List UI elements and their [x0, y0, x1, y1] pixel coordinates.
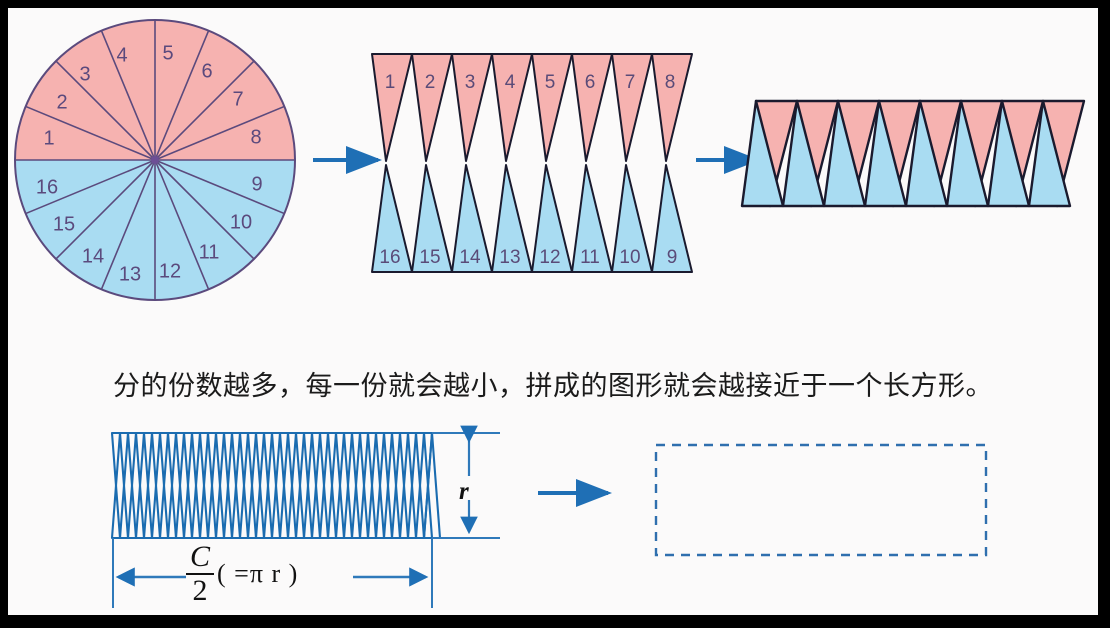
- wedge-bottom-16: [371, 164, 413, 273]
- wedge-bottom-label-16: 16: [379, 247, 400, 268]
- wedge-bottom-label-11: 11: [580, 247, 600, 268]
- sector-dividers: [15, 20, 295, 300]
- assembled-blue-2: [781, 99, 826, 208]
- assembled-blue-1: [740, 99, 785, 208]
- circle-outline: [14, 19, 296, 301]
- wedge-bottom-label-13: 13: [499, 247, 520, 268]
- wedge-top-label-3: 3: [465, 72, 476, 93]
- wedges-bottom-numbers: 16 15 14 13 12 11 10 9: [379, 247, 677, 268]
- circle-label-12: 12: [159, 260, 181, 282]
- wedge-bottom-11: [571, 164, 613, 273]
- wedges-top-row: 1 2 3 4 5 6 7 8: [371, 53, 693, 162]
- diagram-layer: 1 2 3 4 5 6 7 8 9 10 11 12 13 14 15 16: [14, 19, 1086, 608]
- circle-label-1: 1: [43, 127, 54, 149]
- wedge-top-7: [611, 53, 653, 162]
- wedge-bottom-label-10: 10: [619, 247, 640, 268]
- assembled-blue-8: [1027, 99, 1072, 208]
- assembled-blue-4: [863, 99, 908, 208]
- circle-label-11: 11: [199, 241, 220, 263]
- circle-label-9: 9: [251, 173, 262, 195]
- assembled-shape: [740, 99, 1086, 208]
- wedge-top-label-6: 6: [585, 72, 596, 93]
- wedge-bottom-label-14: 14: [459, 247, 481, 268]
- wedge-bottom-label-9: 9: [667, 247, 678, 268]
- circle-label-7: 7: [232, 88, 243, 110]
- circle-label-13: 13: [119, 263, 141, 285]
- wedge-bottom-13: [491, 164, 533, 273]
- wedge-bottom-label-12: 12: [539, 247, 560, 268]
- radius-label: r: [459, 478, 469, 505]
- assembled-blue-5: [904, 99, 949, 208]
- wedge-top-8: [651, 53, 693, 162]
- c-over-2-fraction: C 2: [186, 542, 215, 607]
- formula-paren: ( =π r ): [217, 559, 299, 588]
- wedge-top-label-5: 5: [545, 72, 556, 93]
- wedges-bottom-row: 16 15 14 13 12 11 10 9: [371, 164, 693, 273]
- dashed-target-rectangle: [654, 443, 988, 557]
- circle-label-5: 5: [162, 42, 173, 64]
- wedge-top-4: [491, 53, 533, 162]
- wedge-top-2: [411, 53, 453, 162]
- circle-label-4: 4: [116, 44, 127, 66]
- width-dimension-guides: [112, 538, 433, 608]
- wedges-top-numbers: 1 2 3 4 5 6 7 8: [385, 72, 676, 93]
- assembled-blue-7: [986, 99, 1031, 208]
- circle-label-14: 14: [82, 245, 104, 267]
- circle-sector-numbers: 1 2 3 4 5 6 7 8 9 10 11 12 13 14 15 16: [36, 42, 263, 285]
- wedge-bottom-10: [611, 164, 653, 273]
- circle-label-8: 8: [250, 126, 261, 148]
- wedge-top-label-8: 8: [665, 72, 676, 93]
- caption-text: 分的份数越多，每一份就会越小，拼成的图形就会越接近于一个长方形。: [113, 371, 993, 401]
- formula-denominator: 2: [192, 574, 208, 607]
- wedge-top-3: [451, 53, 493, 162]
- wedge-top-label-4: 4: [505, 72, 516, 93]
- circle-label-10: 10: [230, 211, 252, 233]
- assembled-blue-3: [822, 99, 867, 208]
- slide-canvas: 1 2 3 4 5 6 7 8 9 10 11 12 13 14 15 16: [8, 8, 1098, 615]
- half-circumference-formula: C 2 ( =π r ): [186, 542, 298, 606]
- wedge-bottom-label-15: 15: [419, 247, 440, 268]
- circle-diagram: 1 2 3 4 5 6 7 8 9 10 11 12 13 14 15 16: [14, 19, 296, 301]
- circle-label-6: 6: [201, 60, 212, 82]
- wedge-top-label-7: 7: [625, 72, 636, 93]
- wedge-bottom-15: [411, 164, 453, 273]
- circle-label-15: 15: [53, 213, 75, 235]
- circle-label-3: 3: [79, 63, 90, 85]
- circle-center-dot: [151, 156, 159, 164]
- wedge-top-6: [571, 53, 613, 162]
- wedge-bottom-12: [531, 164, 573, 273]
- wedge-top-1: [371, 53, 413, 162]
- formula-numerator: C: [186, 542, 215, 575]
- wedge-top-5: [531, 53, 573, 162]
- fine-wedge-rectangle: [110, 431, 442, 540]
- wedge-top-label-1: 1: [385, 72, 396, 93]
- wedge-bottom-14: [451, 164, 493, 273]
- circle-label-2: 2: [56, 91, 67, 113]
- wedge-bottom-9: [651, 164, 693, 273]
- assembled-blue-6: [945, 99, 990, 208]
- circle-label-16: 16: [36, 176, 58, 198]
- wedge-top-label-2: 2: [425, 72, 436, 93]
